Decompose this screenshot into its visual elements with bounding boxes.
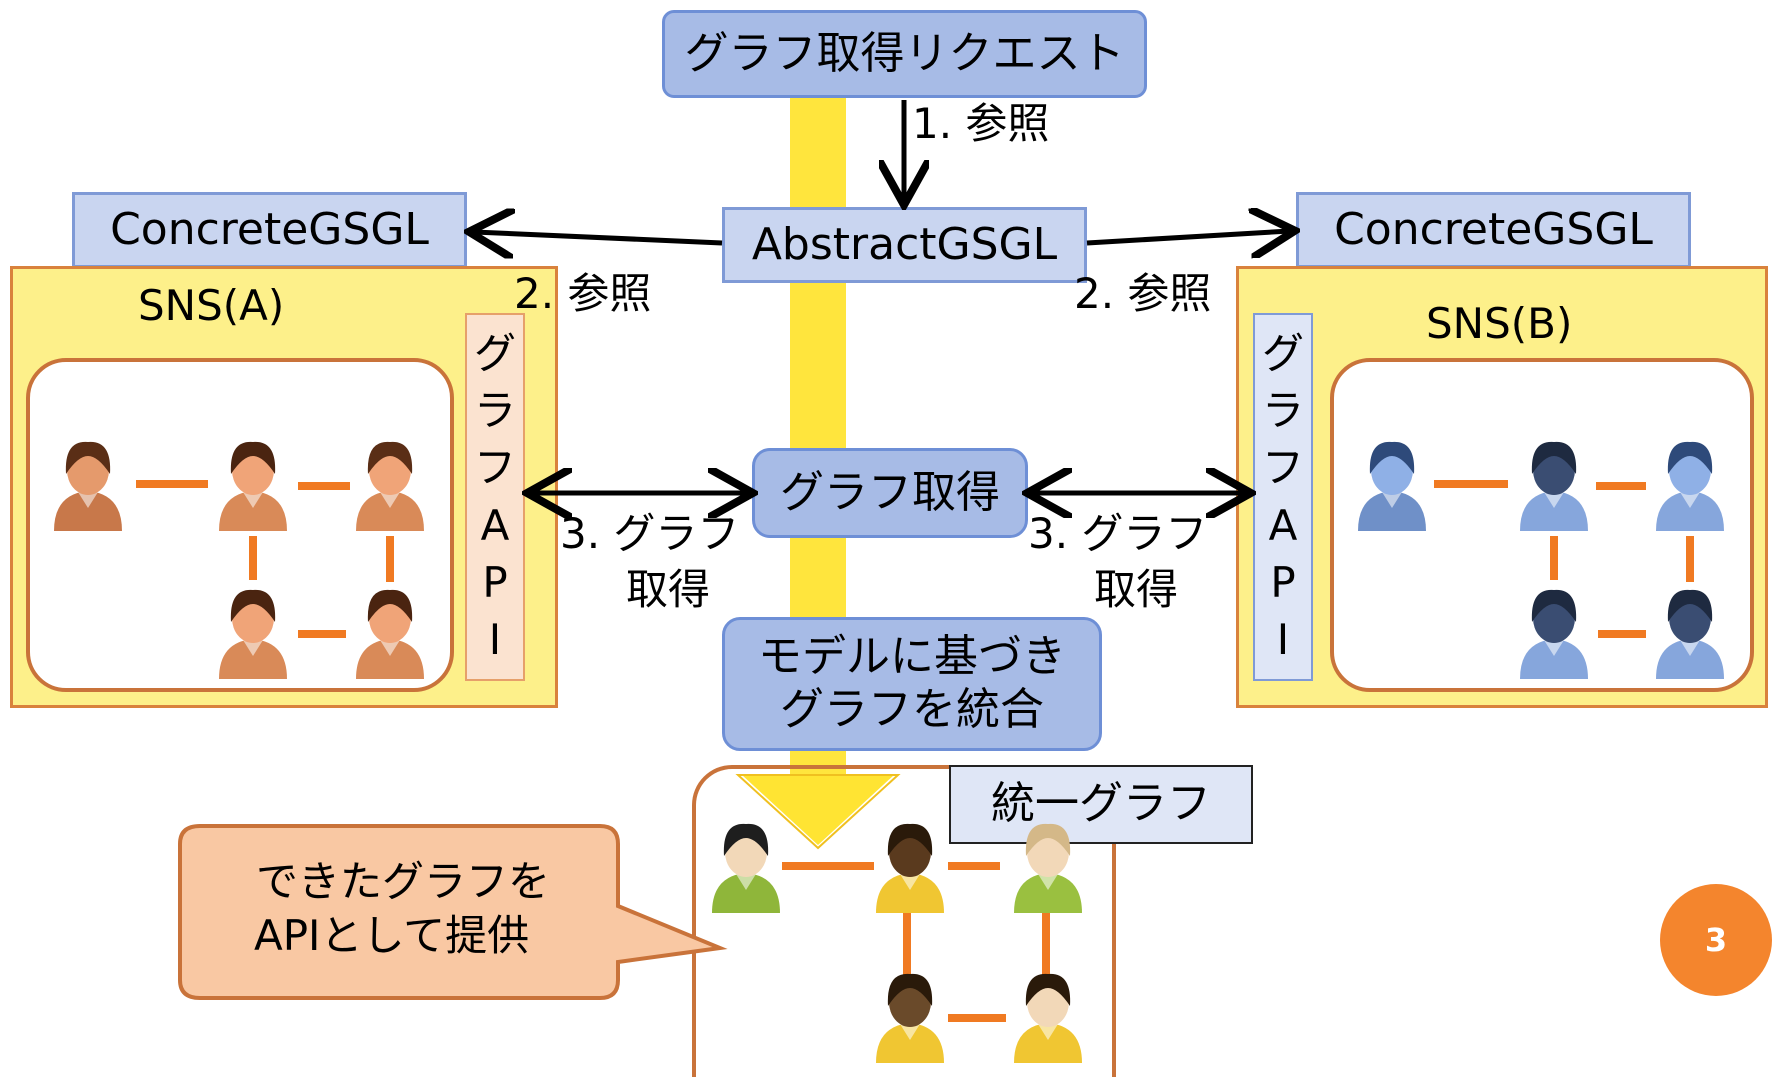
person-icon xyxy=(1656,589,1724,679)
person-icon xyxy=(876,973,944,1063)
arrow-abstract-to-left xyxy=(474,232,723,243)
unified-network xyxy=(692,765,1116,1077)
graph-request-text: グラフ取得リクエスト xyxy=(684,27,1125,79)
api-char: フ xyxy=(473,443,516,493)
page-number: 3 xyxy=(1704,921,1728,959)
person-icon xyxy=(54,441,122,531)
merge-graph-box: モデルに基づき グラフを統合 xyxy=(722,617,1102,751)
callout-line-2: APIとして提供 xyxy=(254,911,530,960)
api-char: A xyxy=(1268,500,1298,550)
merge-line-2: グラフを統合 xyxy=(780,684,1044,735)
person-icon xyxy=(876,823,944,913)
flow-arrow-head xyxy=(742,775,894,845)
get-graph-text: グラフ取得 xyxy=(780,466,1000,518)
person-icon xyxy=(1520,589,1588,679)
unified-graph-label: 統一グラフ xyxy=(991,778,1211,830)
person-icon xyxy=(1014,823,1082,913)
api-char: ラ xyxy=(1261,385,1304,435)
person-icon xyxy=(356,589,424,679)
sns-a-title: SNS(A) xyxy=(138,281,285,330)
arrow-abstract-to-right xyxy=(1086,231,1290,243)
person-icon xyxy=(219,441,287,531)
abstract-gsgl-text: AbstractGSGL xyxy=(751,218,1058,270)
step-1-label: 1. 参照 xyxy=(912,99,1050,148)
graph-request-box: グラフ取得リクエスト xyxy=(662,10,1147,98)
concrete-gsgl-left-box: ConcreteGSGL xyxy=(72,192,467,268)
person-icon xyxy=(712,823,780,913)
api-char: ラ xyxy=(473,385,516,435)
person-icon xyxy=(1014,973,1082,1063)
concrete-gsgl-left-text: ConcreteGSGL xyxy=(110,203,429,255)
person-icon xyxy=(1656,441,1724,531)
api-char: グ xyxy=(473,328,516,378)
person-icon xyxy=(1520,441,1588,531)
person-icon xyxy=(1358,441,1426,531)
api-char: I xyxy=(488,615,502,665)
step-3-left-line-2: 取得 xyxy=(626,565,711,614)
step-3-right-line-2: 取得 xyxy=(1094,565,1179,614)
api-char: A xyxy=(480,500,510,550)
abstract-gsgl-box: AbstractGSGL xyxy=(722,207,1087,283)
sns-b-title: SNS(B) xyxy=(1426,299,1573,348)
step-2-right-label: 2. 参照 xyxy=(1074,269,1212,318)
api-char: グ xyxy=(1261,328,1304,378)
api-char: I xyxy=(1276,615,1290,665)
concrete-gsgl-right-text: ConcreteGSGL xyxy=(1334,203,1653,255)
api-char: P xyxy=(482,557,508,607)
page-number-badge: 3 xyxy=(1660,884,1772,996)
api-char: P xyxy=(1270,557,1296,607)
unified-graph-label-box: 統一グラフ xyxy=(949,765,1253,844)
concrete-gsgl-right-box: ConcreteGSGL xyxy=(1296,192,1691,268)
callout-line-1: できたグラフを xyxy=(256,857,551,906)
step-2-left-label: 2. 参照 xyxy=(514,269,652,318)
api-char: フ xyxy=(1261,443,1304,493)
person-icon xyxy=(219,589,287,679)
person-icon xyxy=(356,441,424,531)
merge-line-1: モデルに基づき xyxy=(758,631,1066,683)
